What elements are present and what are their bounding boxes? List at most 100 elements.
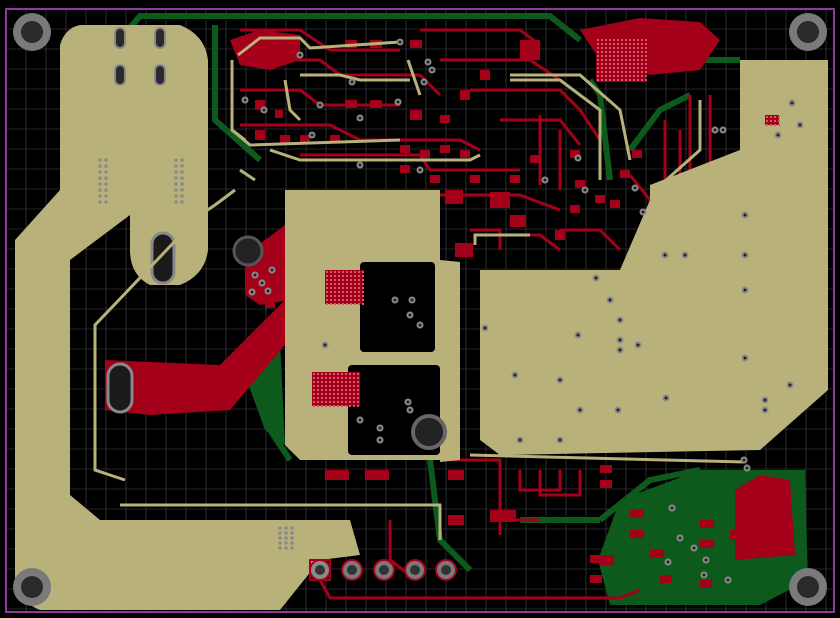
ic-pin [362,295,364,297]
ic-pin [317,397,319,399]
ic-pin [354,291,356,293]
via-drill [763,398,767,402]
ic-pin [349,389,351,391]
header-pin-drill [315,565,325,575]
ic-pin [321,389,323,391]
ic-pin [354,271,356,273]
ic-pin [609,63,611,65]
ic-pin [625,75,627,77]
ic-pin [329,405,331,407]
ic-pin [333,389,335,391]
smd-pad [275,110,283,118]
ic-pin [353,397,355,399]
smd-pad [365,470,389,480]
ic-pin [333,401,335,403]
ic-pin [345,385,347,387]
smd-pad [410,110,422,120]
ic-pin [337,373,339,375]
ic-pin [617,75,619,77]
via-drill [776,133,780,137]
ic-pin [609,47,611,49]
ic-pin [349,401,351,403]
ic-pin [362,299,364,301]
ic-pin [346,275,348,277]
ic-pin [338,287,340,289]
via [104,182,108,186]
ic-pin [617,63,619,65]
ic-pin [346,291,348,293]
via [104,170,108,174]
ic-pin [641,43,643,45]
connector-header [114,27,457,581]
smd-pad [300,135,310,143]
ic-pin [358,295,360,297]
ic-pin [358,275,360,277]
via-drill [513,373,517,377]
ic-pin [601,55,603,57]
ic-pin [629,63,631,65]
via-drill [422,80,426,84]
ic-pin [609,59,611,61]
smd-pad [730,530,754,540]
ic-pin [625,59,627,61]
via-drill [418,168,422,172]
via-drill [618,338,622,342]
smd-pad [280,135,290,143]
ic-pin [342,287,344,289]
ic-pin [597,51,599,53]
header-pin-drill [347,565,357,575]
via [180,164,184,168]
ic-pin [641,63,643,65]
ic-pin [350,291,352,293]
ic-pin [350,283,352,285]
ic-pin [621,55,623,57]
ic-pin [341,389,343,391]
ic-pin [629,71,631,73]
smd-pad [700,580,712,588]
smd-pad [460,150,470,158]
via-drill [518,438,522,442]
ic-pin [633,63,635,65]
ic-pin [597,59,599,61]
ic-pin [613,71,615,73]
ic-pin [645,63,647,65]
ic-pin [613,79,615,81]
smd-pad [430,175,440,183]
ic-pin [625,51,627,53]
ic-pin [334,295,336,297]
smd-pad [555,230,565,240]
ic-pin [341,373,343,375]
via [180,158,184,162]
ic-pin [321,377,323,379]
via-drill [406,400,410,404]
ic-pin [629,59,631,61]
ic-pin [609,75,611,77]
ic-pin [637,63,639,65]
ic-pin [601,51,603,53]
via-drill [713,128,717,132]
ic-pin [357,377,359,379]
ic-pin [346,295,348,297]
ic-pin [329,377,331,379]
ic-pin [625,71,627,73]
ic-pin [350,303,352,305]
ic-pin [605,75,607,77]
ic-pin [317,373,319,375]
ic-pin [637,71,639,73]
via [174,164,178,168]
ic-pin [617,39,619,41]
ic-pin [637,59,639,61]
smd-pad [265,300,275,308]
ic-pin [605,67,607,69]
ic-pin [597,67,599,69]
via [98,158,102,162]
via-drill [430,68,434,72]
via-drill [543,178,547,182]
via [98,188,102,192]
ic-pin [349,385,351,387]
ic-pin [313,389,315,391]
smd-pad [448,470,464,480]
ic-pin [605,55,607,57]
